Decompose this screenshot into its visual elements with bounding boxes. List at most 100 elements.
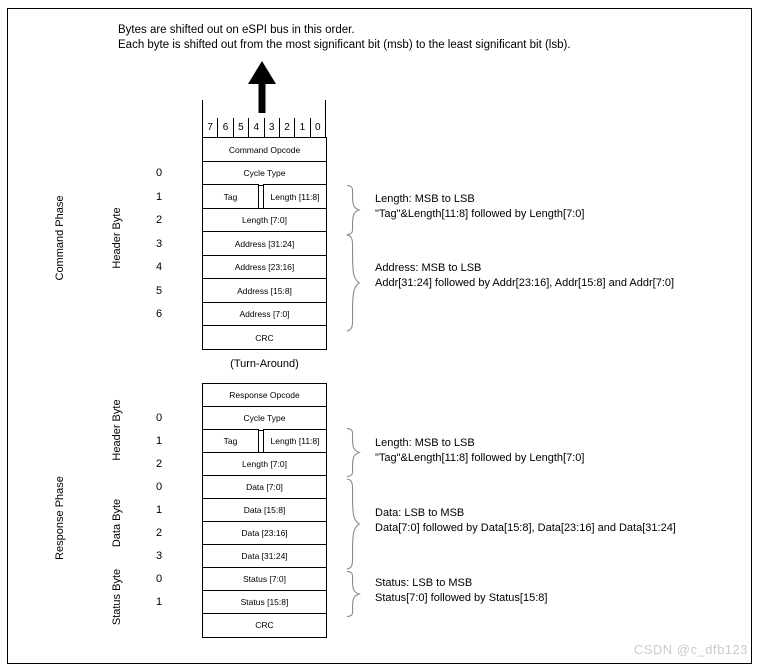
byte-index: 5 [155, 284, 163, 297]
command-phase-table: Command Opcode 0 Cycle Type 1 Tag Length… [156, 137, 327, 350]
bit-6: 6 [218, 118, 234, 137]
field-address-31-24: Address [31:24] [202, 231, 327, 256]
table-row: 2 Data [23:16] [156, 521, 327, 546]
table-row: 2 Length [7:0] [156, 207, 327, 233]
table-row: 0 Cycle Type [156, 406, 327, 431]
response-phase-label: Response Phase [54, 476, 66, 560]
caption-line-2: Each byte is shifted out from the most s… [118, 39, 571, 51]
byte-index: 1 [155, 504, 163, 517]
table-row: 6 Address [7:0] [156, 301, 327, 327]
table-row: 1 Data [15:8] [156, 498, 327, 523]
byte-index: 3 [155, 550, 163, 563]
bit-5: 5 [234, 118, 250, 137]
annotation-line: "Tag"&Length[11:8] followed by Length[7:… [375, 208, 585, 220]
field-cycle-type: Cycle Type [202, 160, 327, 186]
field-address-23-16: Address [23:16] [202, 254, 327, 280]
field-data-23-16: Data [23:16] [202, 521, 327, 546]
table-row: CRC [202, 613, 327, 638]
response-header-byte-label: Header Byte [111, 399, 123, 461]
byte-index: 1 [155, 596, 163, 609]
up-arrow-icon [248, 61, 276, 113]
table-row: 1 Tag Length [11:8] [156, 184, 327, 209]
table-row: Response Opcode [202, 383, 327, 408]
byte-index: 2 [155, 527, 163, 540]
table-row: 3 Data [31:24] [156, 544, 327, 569]
field-status-15-8: Status [15:8] [202, 590, 327, 615]
field-crc: CRC [202, 613, 327, 638]
field-tag: Tag [202, 184, 259, 209]
bit-0: 0 [315, 122, 321, 133]
watermark: CSDN @c_dfb123 [633, 642, 748, 657]
response-phase-table: Response Opcode 0 Cycle Type 1 Tag Lengt… [156, 383, 327, 638]
annotation-line: Data[7:0] followed by Data[15:8], Data[2… [375, 522, 676, 534]
table-row: 0 Status [7:0] [156, 567, 327, 592]
field-length-lo: Length [7:0] [202, 207, 327, 233]
response-status-byte-label: Status Byte [111, 568, 123, 626]
table-row: 5 Address [15:8] [156, 278, 327, 303]
byte-index [147, 613, 171, 638]
annotation-line: Address: MSB to LSB [375, 262, 482, 274]
bit-1: 1 [295, 118, 311, 137]
brace-response-status [344, 571, 363, 617]
annotation-line: Status: LSB to MSB [375, 577, 473, 589]
table-row: CRC [202, 325, 327, 350]
field-data-15-8: Data [15:8] [202, 498, 327, 523]
annotation-line: Length: MSB to LSB [375, 437, 475, 449]
turn-around-label: (Turn-Around) [230, 358, 299, 370]
field-crc: CRC [202, 325, 327, 350]
table-row: 2 Length [7:0] [156, 452, 327, 477]
table-row: 4 Address [23:16] [156, 254, 327, 280]
bit-ruler: 7 6 5 4 3 2 1 0 [202, 100, 326, 137]
brace-response-data [344, 478, 363, 570]
byte-index: 6 [155, 308, 163, 320]
byte-index [147, 383, 171, 408]
bit-7: 7 [203, 118, 219, 137]
command-phase-label: Command Phase [54, 195, 66, 281]
field-address-7-0: Address [7:0] [202, 301, 327, 327]
byte-index: 1 [155, 190, 163, 203]
field-cycle-type: Cycle Type [202, 406, 327, 431]
annotation-response-length: Length: MSB to LSB "Tag"&Length[11:8] fo… [375, 436, 584, 466]
annotation-command-length: Length: MSB to LSB "Tag"&Length[11:8] fo… [375, 192, 584, 222]
annotation-response-data: Data: LSB to MSB Data[7:0] followed by D… [375, 506, 676, 536]
byte-index: 2 [155, 458, 163, 471]
bit-2: 2 [280, 118, 296, 137]
caption-line-1: Bytes are shifted out on eSPI bus in thi… [118, 24, 355, 36]
field-status-7-0: Status [7:0] [202, 567, 327, 592]
field-length-lo: Length [7:0] [202, 452, 327, 477]
byte-index [147, 137, 171, 162]
field-data-31-24: Data [31:24] [202, 544, 327, 569]
bit-4: 4 [249, 118, 265, 137]
byte-index: 1 [155, 435, 163, 448]
table-row: Command Opcode [202, 137, 327, 162]
byte-index: 2 [155, 214, 163, 226]
table-row: 1 Tag Length [11:8] [156, 429, 327, 454]
field-command-opcode: Command Opcode [202, 137, 327, 162]
annotation-response-status: Status: LSB to MSB Status[7:0] followed … [375, 576, 547, 606]
field-length-hi: Length [11:8] [263, 184, 327, 209]
figure-border [7, 8, 752, 664]
annotation-line: Data: LSB to MSB [375, 507, 465, 519]
field-tag: Tag [202, 429, 259, 454]
byte-index: 0 [155, 481, 163, 494]
brace-command-length [344, 185, 363, 235]
byte-index: 3 [155, 237, 163, 250]
byte-index [147, 325, 171, 350]
figure-caption: Bytes are shifted out on eSPI bus in thi… [118, 23, 571, 53]
annotation-line: "Tag"&Length[11:8] followed by Length[7:… [375, 452, 585, 464]
command-header-byte-label: Header Byte [111, 207, 123, 269]
brace-command-address [344, 234, 363, 332]
brace-response-length [344, 428, 363, 477]
field-address-15-8: Address [15:8] [202, 278, 327, 303]
annotation-command-address: Address: MSB to LSB Addr[31:24] followed… [375, 261, 674, 291]
annotation-line: Addr[31:24] followed by Addr[23:16], Add… [375, 277, 675, 289]
byte-index: 4 [155, 261, 163, 273]
byte-index: 0 [155, 573, 163, 586]
byte-index: 0 [155, 167, 163, 179]
field-response-opcode: Response Opcode [202, 383, 327, 408]
byte-index: 0 [155, 412, 163, 425]
table-row: 0 Data [7:0] [156, 475, 327, 500]
field-data-7-0: Data [7:0] [202, 475, 327, 500]
table-row: 1 Status [15:8] [156, 590, 327, 615]
